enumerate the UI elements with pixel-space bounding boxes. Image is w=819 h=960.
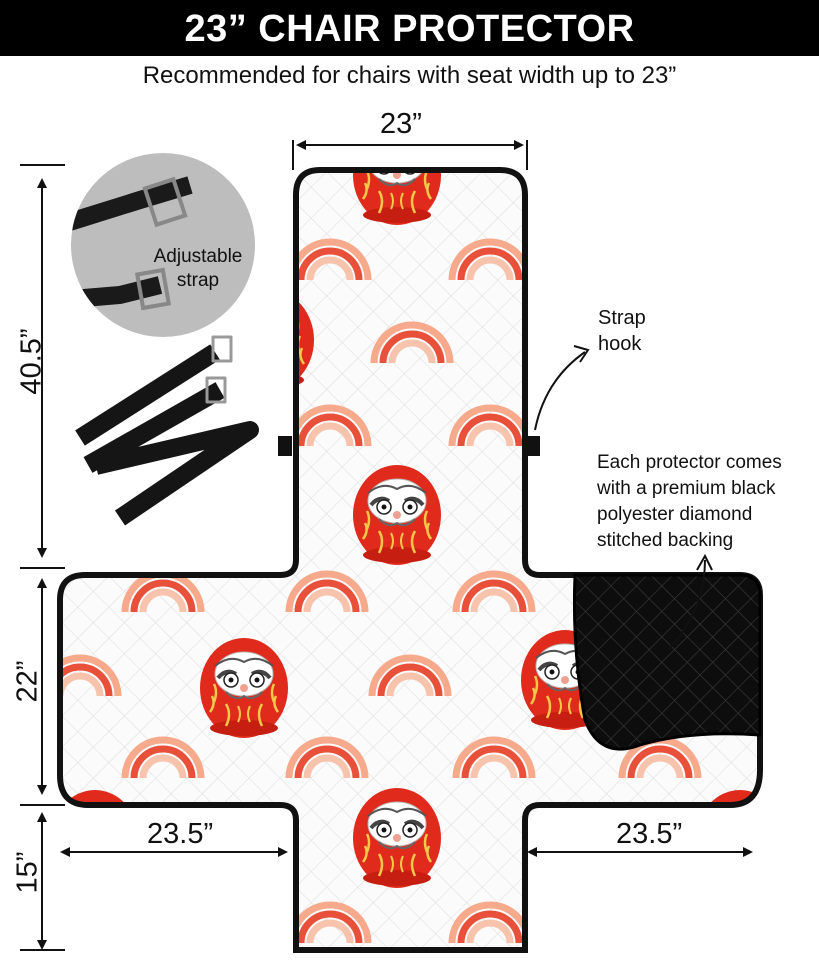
backing-caption: Each protector comes with a premium blac… [597, 452, 782, 551]
adjustable-strap-inset [71, 153, 255, 337]
top-width-label: 23” [380, 108, 422, 140]
back-height-label: 40.5” [15, 328, 48, 395]
title-banner [0, 0, 819, 56]
daruma-doll-icon [351, 463, 443, 567]
callout-arrows [534, 345, 713, 651]
page-title: 23” CHAIR PROTECTOR [184, 8, 635, 50]
daruma-doll-icon [224, 288, 316, 392]
left-arm-label: 23.5” [147, 818, 214, 850]
seat-height-label: 22” [11, 660, 44, 703]
loose-straps-icon [75, 335, 259, 526]
daruma-doll-icon [351, 786, 443, 890]
black-backing-flap [572, 573, 762, 751]
strap-inset-caption: Adjustable strap [153, 246, 243, 291]
strap-hook-right-icon [526, 436, 540, 456]
dimension-lines [20, 140, 753, 951]
daruma-doll-icon [198, 636, 290, 740]
subtitle: Recommended for chairs with seat width u… [142, 62, 677, 89]
right-arm-label: 23.5” [616, 818, 683, 850]
strap-hook-left-icon [278, 436, 292, 456]
strap-hook-caption: Strap hook [598, 307, 646, 355]
skirt-height-label: 15” [11, 851, 44, 894]
